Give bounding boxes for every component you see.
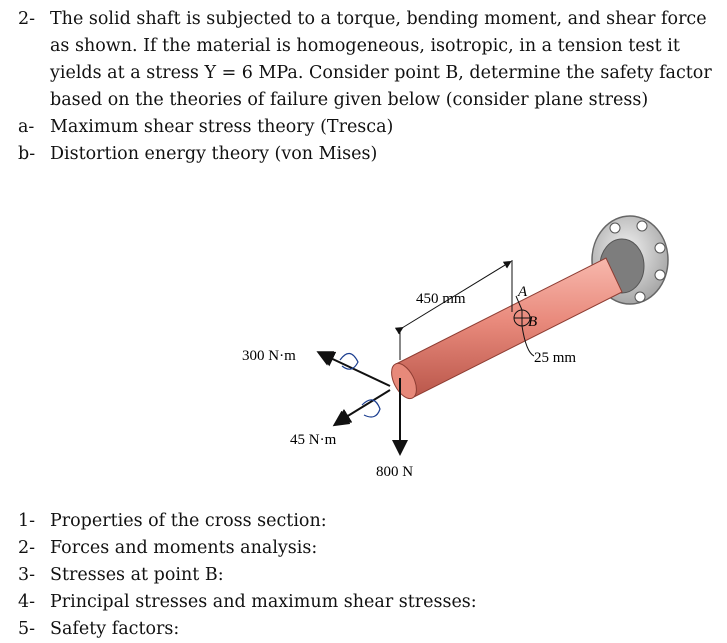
step-label: 5- (18, 619, 36, 639)
problem-number: 2- (18, 9, 36, 29)
statement-line: based on the theories of failure given b… (50, 90, 649, 110)
radius-leader (521, 325, 535, 357)
shaft-figure: A B 450 mm 25 mm 300 N·m 45 N·m 800 N (230, 200, 700, 490)
bolt-hole-icon (634, 291, 646, 303)
part-text: Distortion energy theory (von Mises) (50, 144, 378, 164)
point-a-label: A (517, 284, 528, 300)
radius-label: 25 mm (534, 350, 576, 366)
step-label: 2- (18, 538, 36, 558)
statement-line: The solid shaft is subjected to a torque… (50, 9, 707, 29)
moment-label: 45 N·m (290, 432, 337, 448)
bolt-hole-icon (609, 222, 621, 234)
part-a: a- Maximum shear stress theory (Tresca) (18, 114, 718, 141)
statement-line: yields at a stress Y = 6 MPa. Consider p… (50, 63, 712, 83)
statement-line: as shown. If the material is homogeneous… (50, 36, 680, 56)
solution-steps: 1- Properties of the cross section: 2- F… (18, 508, 718, 643)
step-text: Properties of the cross section: (50, 511, 327, 531)
bolt-hole-icon (636, 220, 648, 232)
step-label: 3- (18, 565, 36, 585)
rotation-icon (339, 352, 359, 370)
problem-statement: 2- The solid shaft is subjected to a tor… (18, 6, 718, 168)
part-text: Maximum shear stress theory (Tresca) (50, 117, 394, 137)
step-text: Stresses at point B: (50, 565, 224, 585)
step-item: 4- Principal stresses and maximum shear … (18, 589, 718, 616)
step-item: 1- Properties of the cross section: (18, 508, 718, 535)
problem-text: The solid shaft is subjected to a torque… (50, 6, 718, 114)
step-item: 3- Stresses at point B: (18, 562, 718, 589)
rotation-icon (361, 399, 381, 418)
step-item: 5- Safety factors: (18, 616, 718, 643)
length-label: 450 mm (416, 291, 466, 307)
step-text: Safety factors: (50, 619, 180, 639)
bolt-hole-icon (654, 242, 666, 254)
step-text: Principal stresses and maximum shear str… (50, 592, 477, 612)
torque-label: 300 N·m (242, 348, 296, 364)
bolt-hole-icon (654, 269, 666, 281)
step-text: Forces and moments analysis: (50, 538, 318, 558)
point-b-label: B (528, 314, 537, 330)
shaft-diagram: A B 450 mm 25 mm 300 N·m 45 N·m 800 N (242, 215, 669, 480)
step-label: 1- (18, 511, 36, 531)
step-label: 4- (18, 592, 36, 612)
part-b: b- Distortion energy theory (von Mises) (18, 141, 718, 168)
length-dimension (394, 260, 513, 360)
part-label: b- (18, 144, 36, 164)
problem-header: 2- The solid shaft is subjected to a tor… (18, 6, 718, 114)
torque-arrow (316, 351, 391, 387)
shaft (391, 257, 623, 400)
moment-arrow (332, 389, 391, 427)
part-label: a- (18, 117, 35, 137)
force-label: 800 N (376, 464, 413, 480)
step-item: 2- Forces and moments analysis: (18, 535, 718, 562)
